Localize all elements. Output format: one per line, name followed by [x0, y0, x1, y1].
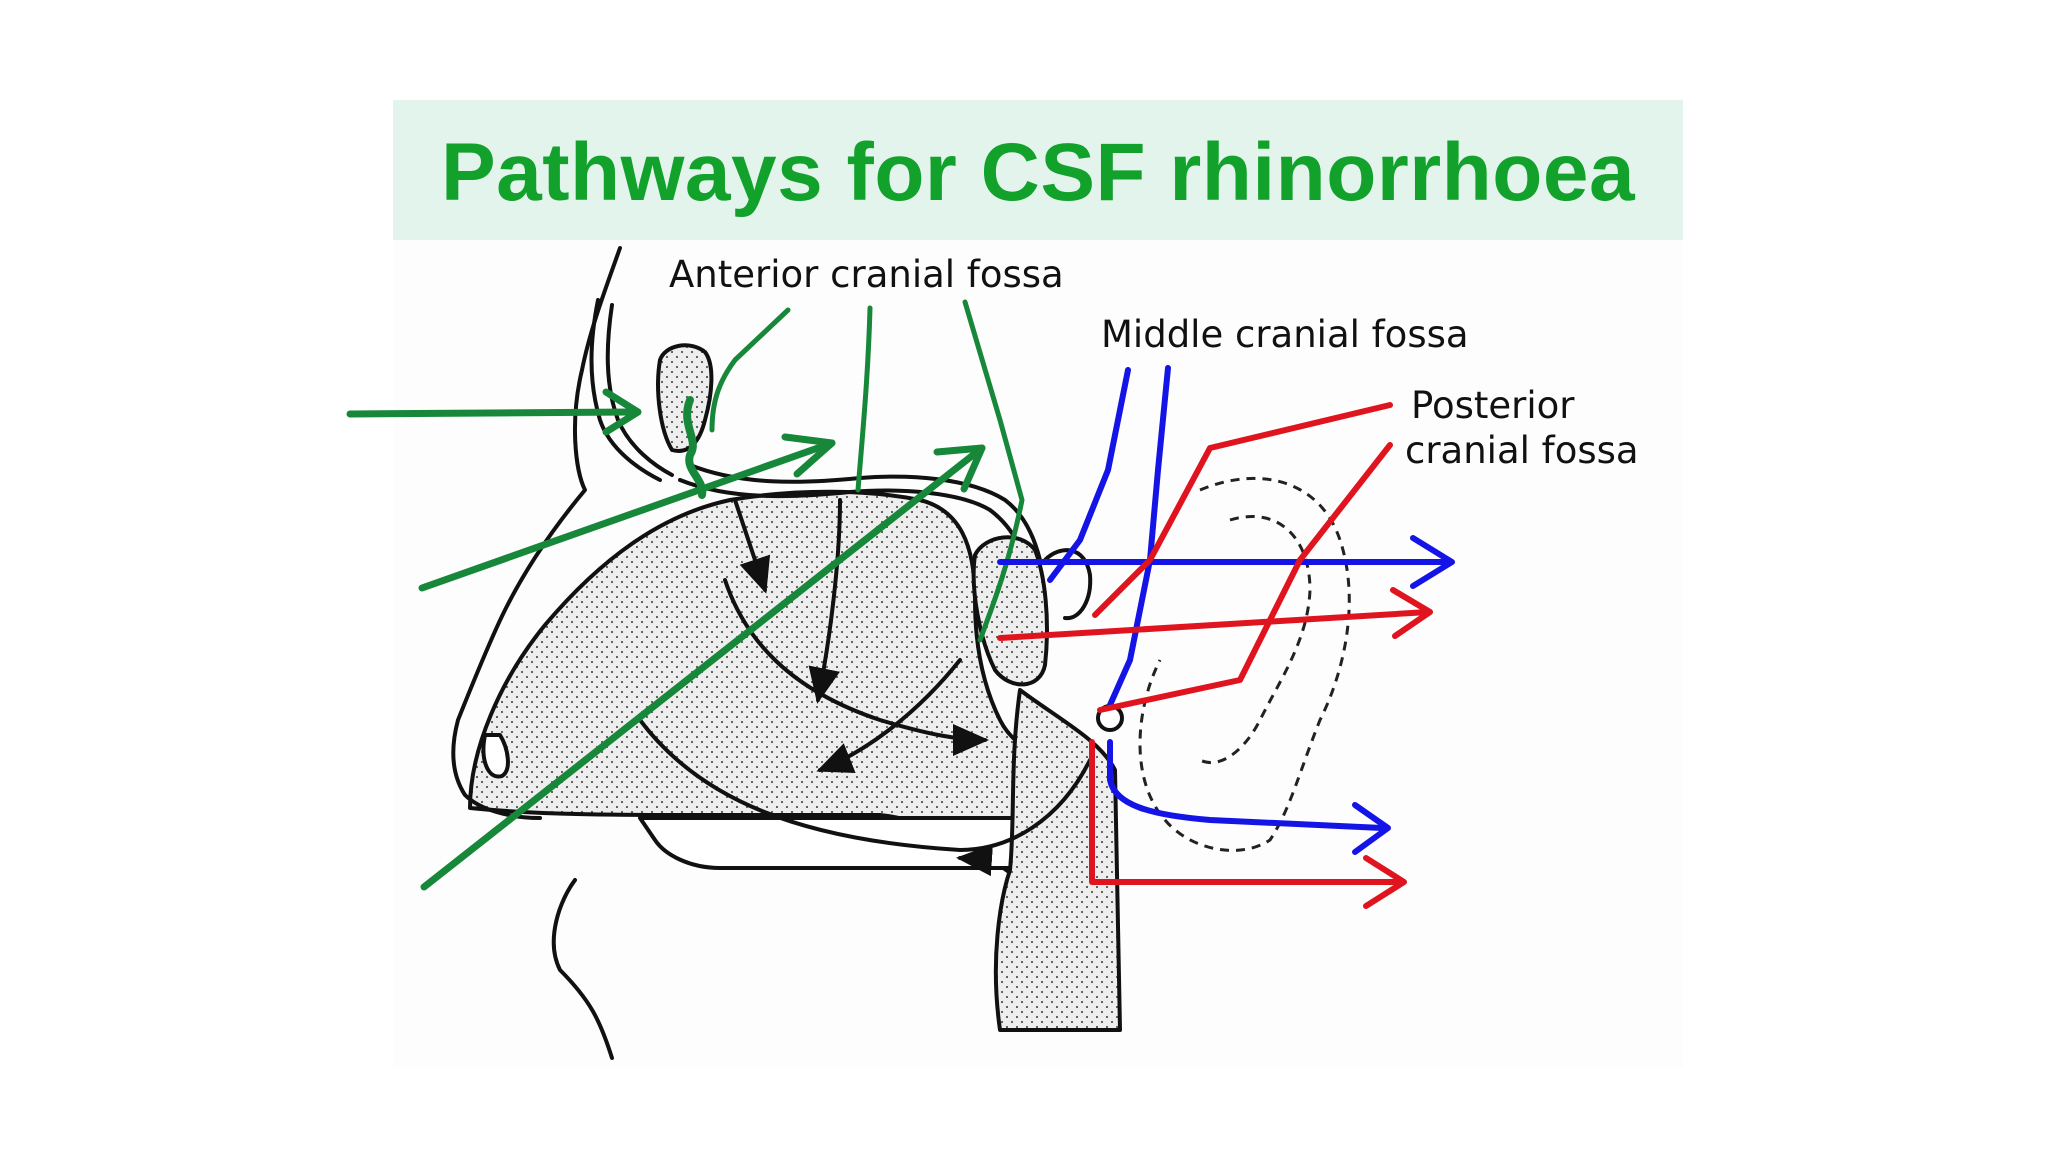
anterior-arrow-1-head: [602, 388, 642, 436]
posterior-arrow-1-head: [1390, 587, 1433, 639]
posterior-arrow-1-shaft: [997, 609, 1431, 641]
hard-palate: [638, 816, 1048, 870]
pharynx: [993, 688, 1122, 1032]
anterior-arrow-2-shaft: [418, 439, 836, 592]
nostril: [481, 733, 510, 779]
posterior-arrow-2-shaft: [1089, 739, 1403, 885]
ear-outline: [1138, 476, 1351, 852]
middle-leader-1: [1047, 367, 1131, 583]
anterior-leader-1: [709, 307, 791, 433]
face-profile: [451, 246, 622, 820]
middle-arrow-1-head: [1410, 535, 1455, 589]
page-title: Pathways for CSF rhinorrhoea: [440, 127, 1636, 218]
anterior-leader-3: [962, 299, 1025, 643]
label-middle-cranial-fossa: Middle cranial fossa: [1101, 313, 1469, 356]
posterior-leader-1: [1092, 402, 1393, 618]
anterior-leader-2: [855, 305, 873, 493]
middle-arrow-2-head: [1352, 802, 1391, 855]
frontal-sinus: [656, 343, 714, 453]
label-posterior-cranial-fossa-line1: Posterior: [1411, 384, 1575, 427]
middle-arrow-2-shaft: [1107, 739, 1385, 831]
anterior-track-frontal: [683, 396, 707, 499]
anterior-arrow-1-shaft: [346, 408, 634, 418]
posterior-arrow-2-head: [1363, 855, 1407, 909]
label-posterior-cranial-fossa-line2: cranial fossa: [1405, 429, 1639, 472]
anatomy-drawing: [451, 246, 1124, 1060]
posterior-pathways: [997, 402, 1433, 909]
label-anterior-cranial-fossa: Anterior cranial fossa: [669, 253, 1064, 296]
anterior-arrow-3-shaft: [420, 444, 986, 891]
skull-base: [678, 478, 1027, 562]
anterior-arrow-3-head: [933, 444, 986, 493]
anterior-pathways: [346, 299, 1025, 891]
lower-face: [551, 878, 614, 1060]
anterior-arrow-2-head: [781, 433, 836, 478]
title-band: [393, 100, 1683, 240]
